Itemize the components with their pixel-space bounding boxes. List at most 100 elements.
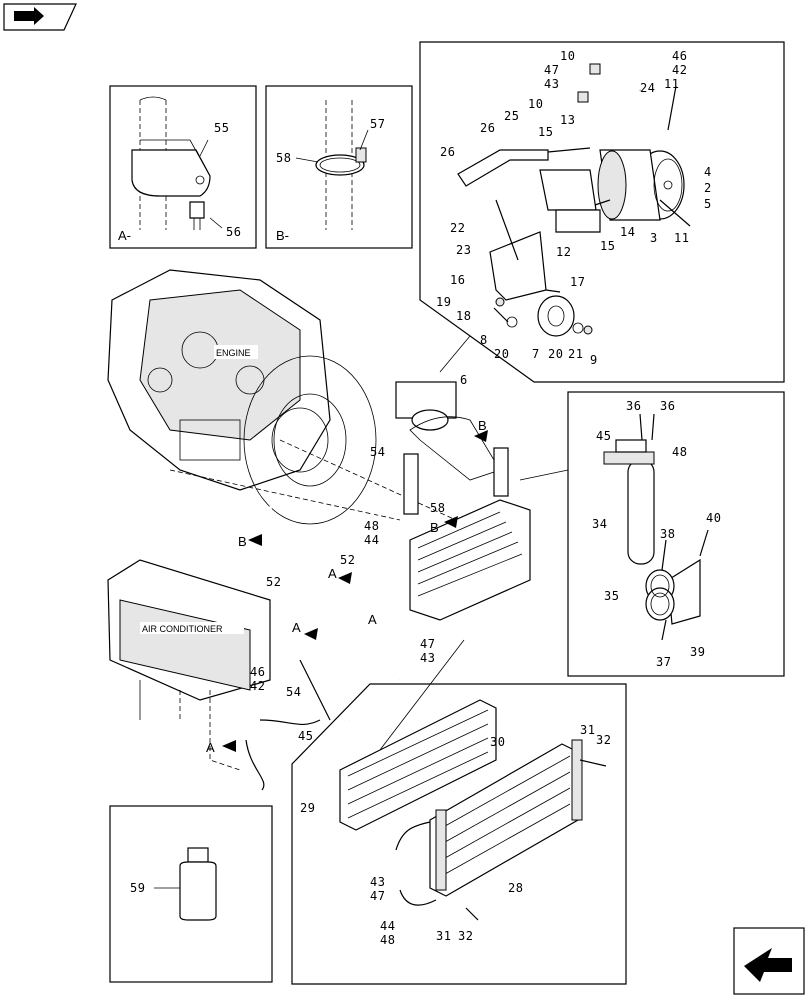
arrow-label: A (206, 740, 215, 755)
callout: 8 (480, 333, 488, 347)
arrow-label: B (430, 520, 439, 535)
detail-b-label: B- (276, 228, 289, 243)
callout: 42 (672, 63, 687, 77)
callout: 58 (430, 501, 445, 515)
callout: 52 (266, 575, 281, 589)
callout: 15 (538, 125, 553, 139)
callout: 5 (704, 197, 712, 211)
callout: 40 (706, 511, 721, 525)
arrow-icon (14, 7, 44, 25)
callout: 45 (298, 729, 313, 743)
engine-illustration: ENGINE (107, 269, 501, 541)
receiver-drier-detail-box: 36 36 45 48 34 38 40 35 37 39 (519, 391, 785, 677)
callout: 52 (340, 553, 355, 567)
callout: 47 (544, 63, 559, 77)
arrow-label: A (292, 620, 301, 635)
callout: 38 (660, 527, 675, 541)
callout: 20 (494, 347, 509, 361)
callout: 36 (660, 399, 675, 413)
callout: 43 (544, 77, 559, 91)
callout: 47 (420, 637, 435, 651)
callout: 46 (250, 665, 265, 679)
arrow-icon (444, 516, 458, 528)
callout: 32 (458, 929, 473, 943)
callout: 30 (490, 735, 505, 749)
callout: 43 (370, 875, 385, 889)
callout: 42 (250, 679, 265, 693)
callout: 44 (364, 533, 379, 547)
next-nav-badge[interactable] (733, 927, 805, 995)
callout: 29 (300, 801, 315, 815)
callout: 12 (556, 245, 571, 259)
callout: 54 (370, 445, 385, 459)
callout: 31 (436, 929, 451, 943)
arrow-label: B (238, 534, 247, 549)
detail-a-box: 55 56 A- (109, 85, 257, 249)
detail-b-box: 57 58 B- (265, 85, 413, 249)
callout: 36 (626, 399, 641, 413)
callout: 20 (548, 347, 563, 361)
arrow-icon (338, 572, 352, 584)
callout: 46 (672, 49, 687, 63)
arrow-label: A (368, 612, 377, 627)
callout: 26 (480, 121, 495, 135)
air-conditioner-illustration: AIR CONDITIONER (107, 559, 271, 720)
callout: 17 (570, 275, 585, 289)
callout: 59 (130, 881, 145, 895)
callout: 43 (420, 651, 435, 665)
condenser-detail-box: 30 31 32 29 28 43 47 44 48 31 32 (291, 683, 627, 985)
callout: 55 (214, 121, 229, 135)
back-nav-badge[interactable] (3, 3, 77, 31)
callout: 21 (568, 347, 583, 361)
callout: 10 (528, 97, 543, 111)
callout: 48 (672, 445, 687, 459)
callout: 31 (580, 723, 595, 737)
main-assembly: B A A A A B B 6 54 58 48 44 52 52 47 43 … (206, 373, 531, 791)
callout: 26 (440, 145, 455, 159)
callout: 35 (604, 589, 619, 603)
callout: 39 (690, 645, 705, 659)
arrow-icon (744, 948, 792, 982)
callout: 44 (380, 919, 395, 933)
callout: 24 (640, 81, 655, 95)
callout: 32 (596, 733, 611, 747)
oil-bottle-detail-box: 59 (109, 805, 273, 983)
callout: 4 (704, 165, 712, 179)
callout: 7 (532, 347, 540, 361)
callout: 34 (592, 517, 607, 531)
arrow-label: B (478, 418, 487, 433)
arrow-label: A (328, 566, 337, 581)
callout: 37 (656, 655, 671, 669)
callout: 3 (650, 231, 658, 245)
compressor-detail-box: 10 46 47 42 43 24 11 10 25 26 13 15 26 4… (419, 41, 785, 383)
arrow-icon (304, 628, 318, 640)
callout: 28 (508, 881, 523, 895)
callout: 13 (560, 113, 575, 127)
callout: 45 (596, 429, 611, 443)
callout: 15 (600, 239, 615, 253)
callout: 23 (456, 243, 471, 257)
callout: 11 (674, 231, 689, 245)
arrow-icon (222, 740, 236, 752)
callout: 19 (436, 295, 451, 309)
callout: 2 (704, 181, 712, 195)
callout: 10 (560, 49, 575, 63)
air-conditioner-label: AIR CONDITIONER (142, 624, 223, 634)
callout: 9 (590, 353, 598, 367)
callout: 58 (276, 151, 291, 165)
callout: 6 (460, 373, 468, 387)
callout: 56 (226, 225, 241, 239)
callout: 18 (456, 309, 471, 323)
arrow-icon (474, 430, 488, 442)
callout: 47 (370, 889, 385, 903)
callout: 54 (286, 685, 301, 699)
engine-label: ENGINE (216, 348, 251, 358)
callout: 11 (664, 77, 679, 91)
detail-a-label: A- (118, 228, 131, 243)
callout: 22 (450, 221, 465, 235)
arrow-icon (248, 534, 262, 546)
callout: 25 (504, 109, 519, 123)
callout: 14 (620, 225, 635, 239)
callout: 48 (380, 933, 395, 947)
